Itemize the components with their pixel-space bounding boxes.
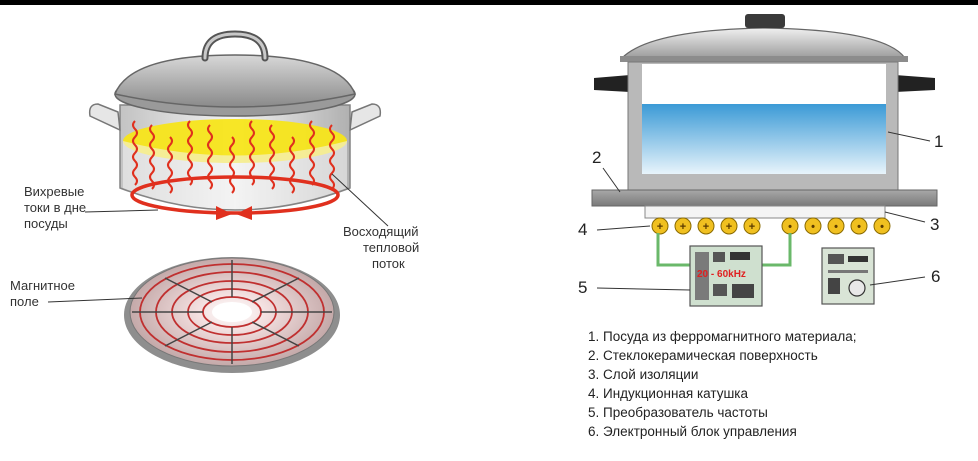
legend-item: 3. Слой изоляции: [588, 367, 698, 382]
callout-4: 4: [578, 220, 587, 239]
induction-coil: + + + + + • • • • •: [651, 217, 891, 235]
rising-heat-waves: [132, 120, 335, 194]
label-heat-flow: Восходящий тепловой поток: [343, 224, 419, 271]
heat-wave: [229, 136, 235, 194]
coil-turn: [804, 217, 822, 235]
svg-text:тепловой: тепловой: [363, 240, 419, 255]
callout-3: 3: [930, 215, 939, 234]
callout-5: 5: [578, 278, 587, 297]
coil-turn: [827, 217, 845, 235]
coil-current-direction: +: [657, 221, 663, 233]
coil-current-direction: •: [788, 221, 792, 233]
legend-item: 2. Стеклокерамическая поверхность: [588, 348, 818, 363]
coil-current-direction: +: [726, 221, 732, 233]
coil-current-direction: •: [811, 221, 815, 233]
callout-1: 1: [934, 132, 943, 151]
wiring: [656, 233, 792, 267]
coil-turn: [697, 217, 715, 235]
heat-wave: [149, 124, 155, 190]
heat-wave: [289, 136, 295, 194]
insulation-layer: [644, 205, 886, 219]
svg-text:поток: поток: [372, 256, 405, 271]
callout-lines: [596, 131, 931, 291]
coil-current-direction: •: [857, 221, 861, 233]
pot: [88, 30, 382, 220]
heat-wave: [132, 120, 138, 186]
coil-current-direction: +: [749, 221, 755, 233]
coil-current-direction: +: [703, 221, 709, 233]
heat-wave: [207, 124, 213, 190]
label-magnetic-field: Магнитное поле: [10, 278, 75, 309]
legend: 1. Посуда из ферромагнитного материала; …: [588, 329, 857, 439]
water: [642, 104, 886, 174]
callout-2: 2: [592, 148, 601, 167]
cookware-vessel: [594, 14, 935, 191]
legend-item: 4. Индукционная катушка: [588, 386, 748, 401]
frequency-converter-board: 20 - 60kHz: [689, 245, 763, 307]
legend-item: 5. Преобразователь частоты: [588, 405, 768, 420]
coil-turn: [651, 217, 669, 235]
svg-text:поле: поле: [10, 294, 39, 309]
heat-wave: [187, 120, 193, 186]
coil-current-direction: •: [834, 221, 838, 233]
frequency-label: 20 - 60kHz: [697, 269, 746, 280]
heat-wave: [329, 124, 335, 190]
coil-turn: [873, 217, 891, 235]
eddy-current-ring: [130, 175, 340, 215]
induction-coil-plate: [124, 257, 340, 373]
coil-current-direction: +: [680, 221, 686, 233]
svg-text:Восходящий: Восходящий: [343, 224, 419, 239]
svg-text:Вихревые: Вихревые: [24, 184, 84, 199]
heat-wave: [167, 136, 173, 194]
callout-6: 6: [931, 267, 940, 286]
heat-wave: [269, 124, 275, 190]
glass-ceramic-surface: [591, 189, 938, 207]
pot-right-handle: [349, 103, 382, 132]
legend-item: 1. Посуда из ферромагнитного материала;: [588, 329, 857, 344]
svg-text:токи в дне: токи в дне: [24, 200, 86, 215]
coil-turn: [743, 217, 761, 235]
coil-turn: [720, 217, 738, 235]
coil-current-direction: •: [880, 221, 884, 233]
control-board: [821, 247, 875, 305]
svg-text:посуды: посуды: [24, 216, 68, 231]
pot-left-handle: [88, 103, 121, 132]
pot-lid: [113, 54, 357, 108]
heat-wave: [249, 120, 255, 186]
heat-wave: [309, 120, 315, 186]
coil-turn: [674, 217, 692, 235]
legend-item: 6. Электронный блок управления: [588, 424, 797, 439]
coil-turn: [850, 217, 868, 235]
svg-text:Магнитное: Магнитное: [10, 278, 75, 293]
top-border: [0, 0, 978, 5]
label-eddy-currents: Вихревые токи в дне посуды: [24, 184, 86, 231]
